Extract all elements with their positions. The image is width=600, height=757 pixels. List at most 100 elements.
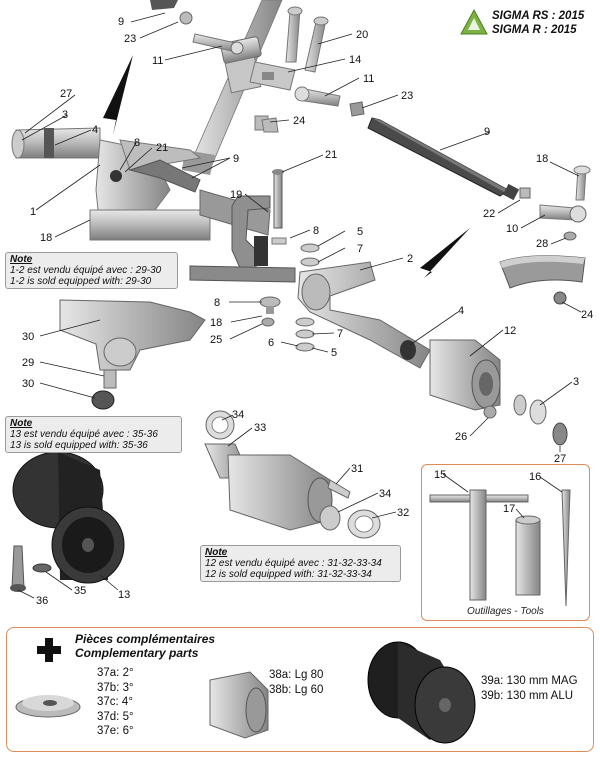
leader-lines: [17, 12, 582, 599]
list-item: 37b: 3°: [97, 681, 134, 694]
part-label: 1: [30, 206, 36, 218]
part-label: 32: [397, 507, 409, 519]
recycle-triangle-icon: [460, 8, 488, 35]
angle-list: 37a: 2° 37b: 3° 37c: 4° 37d: 5° 37e: 6°: [97, 666, 134, 739]
note-heading: Note: [205, 547, 228, 558]
list-item: 37a: 2°: [97, 667, 134, 679]
part-label: 9: [118, 16, 124, 28]
part-label: 21: [156, 142, 168, 154]
part-label: 8: [214, 297, 220, 309]
part-label: 7: [337, 328, 343, 340]
part-label: 24: [581, 309, 593, 321]
part-label: 7: [357, 243, 363, 255]
part-label: 27: [60, 88, 72, 100]
complementary-drawings: [15, 641, 476, 744]
part-label: 5: [331, 347, 337, 359]
list-item: 37d: 5°: [97, 710, 134, 723]
part-label: 33: [254, 422, 266, 434]
note-line: 1-2 is sold equipped with: 29-30: [10, 276, 152, 287]
tools-panel: Outillages - Tools: [421, 464, 590, 621]
part-label: 11: [152, 55, 163, 67]
title-en: Complementary parts: [75, 646, 199, 660]
upper-washers: [259, 243, 320, 352]
left-spindle-assembly: [11, 127, 271, 241]
rim-list: 39a: 130 mm MAG 39b: 130 mm ALU: [481, 674, 578, 703]
wheel-rim: [12, 451, 125, 584]
direction-arrow-right: [420, 228, 470, 278]
rod-end: [539, 165, 591, 241]
part-label: 14: [349, 54, 361, 66]
note-line: 13 est vendu équipé avec : 35-36: [10, 429, 158, 440]
part-label: 18: [536, 153, 548, 165]
list-item: 38b: Lg 60: [269, 683, 324, 696]
part-label: 9: [233, 153, 239, 165]
part-label: 24: [293, 115, 305, 127]
part-label: 25: [210, 334, 222, 346]
part-label: 19: [230, 189, 242, 201]
tools-caption: Outillages - Tools: [467, 606, 544, 617]
part-label: 28: [536, 238, 548, 250]
note-line: 13 is sold equipped with: 35-36: [10, 440, 148, 451]
complementary-parts-panel: Pièces complémentaires Complementary par…: [6, 627, 594, 752]
part-label: 26: [455, 431, 467, 443]
note-line: 12 est vendu équipé avec : 31-32-33-34: [205, 558, 382, 569]
spacer-plate: [499, 255, 586, 305]
part-label: 5: [357, 226, 363, 238]
part-label: 4: [458, 305, 464, 317]
valve: [10, 545, 52, 592]
part-label: 30: [22, 331, 34, 343]
part-label: 8: [134, 137, 140, 149]
right-stub-axle: [297, 261, 431, 369]
complementary-title: Pièces complémentaires Complementary par…: [75, 632, 215, 660]
part-label: 15: [434, 469, 446, 481]
part-label: 8: [313, 225, 319, 237]
part-label: 34: [379, 488, 391, 500]
plus-icon: [37, 638, 61, 662]
note-line: 1-2 est vendu équipé avec : 29-30: [10, 265, 162, 276]
note-box: Note 12 est vendu équipé avec : 31-32-33…: [200, 545, 401, 582]
left-stub-axle: [59, 299, 206, 410]
part-label: 27: [554, 453, 566, 465]
list-item: 38a: Lg 80: [269, 669, 324, 681]
part-label: 18: [210, 317, 222, 329]
part-label: 4: [92, 124, 98, 136]
part-label: 6: [268, 337, 274, 349]
part-label: 20: [356, 29, 368, 41]
part-label: 10: [506, 223, 518, 235]
part-label: 17: [503, 503, 515, 515]
part-label: 35: [74, 585, 86, 597]
front-hub: [204, 410, 381, 539]
note-box: Note 13 est vendu équipé avec : 35-36 13…: [5, 416, 182, 453]
note-box: Note 1-2 est vendu équipé avec : 29-30 1…: [5, 252, 178, 289]
part-label: 23: [401, 90, 413, 102]
part-label: 34: [232, 409, 244, 421]
part-label: 11: [363, 73, 374, 85]
pin-and-bracket: [189, 169, 296, 283]
list-item: 37e: 6°: [97, 725, 134, 737]
part-label: 29: [22, 357, 34, 369]
part-label: 36: [36, 595, 48, 607]
list-item: 39b: 130 mm ALU: [481, 689, 574, 702]
part-label: 18: [40, 232, 52, 244]
part-label: 9: [484, 126, 490, 138]
part-label: 13: [118, 589, 130, 601]
tools-drawing: [429, 489, 571, 607]
note-heading: Note: [10, 254, 33, 265]
bolts-and-plate: [249, 6, 365, 133]
part-label: 22: [483, 208, 495, 220]
part-label: 30: [22, 378, 34, 390]
part-label: 2: [407, 253, 413, 265]
model-list: SIGMA RS : 2015 SIGMA R : 2015: [492, 9, 584, 37]
note-line: 12 is sold equipped with: 31-32-33-34: [205, 569, 372, 580]
model-sigma-r: SIGMA R : 2015: [492, 24, 577, 36]
steering-column: [150, 0, 283, 175]
right-hub: [429, 339, 568, 446]
part-label: 12: [504, 325, 516, 337]
part-numbers: 9 23 11 20 14 11 23 24 27 3 4 8 21 9 9 1…: [22, 16, 593, 607]
title-fr: Pièces complémentaires: [75, 632, 216, 646]
part-label: 3: [62, 109, 68, 121]
list-item: 37c: 4°: [97, 696, 133, 708]
part-label: 31: [351, 463, 363, 475]
direction-arrow-left: [103, 55, 133, 135]
